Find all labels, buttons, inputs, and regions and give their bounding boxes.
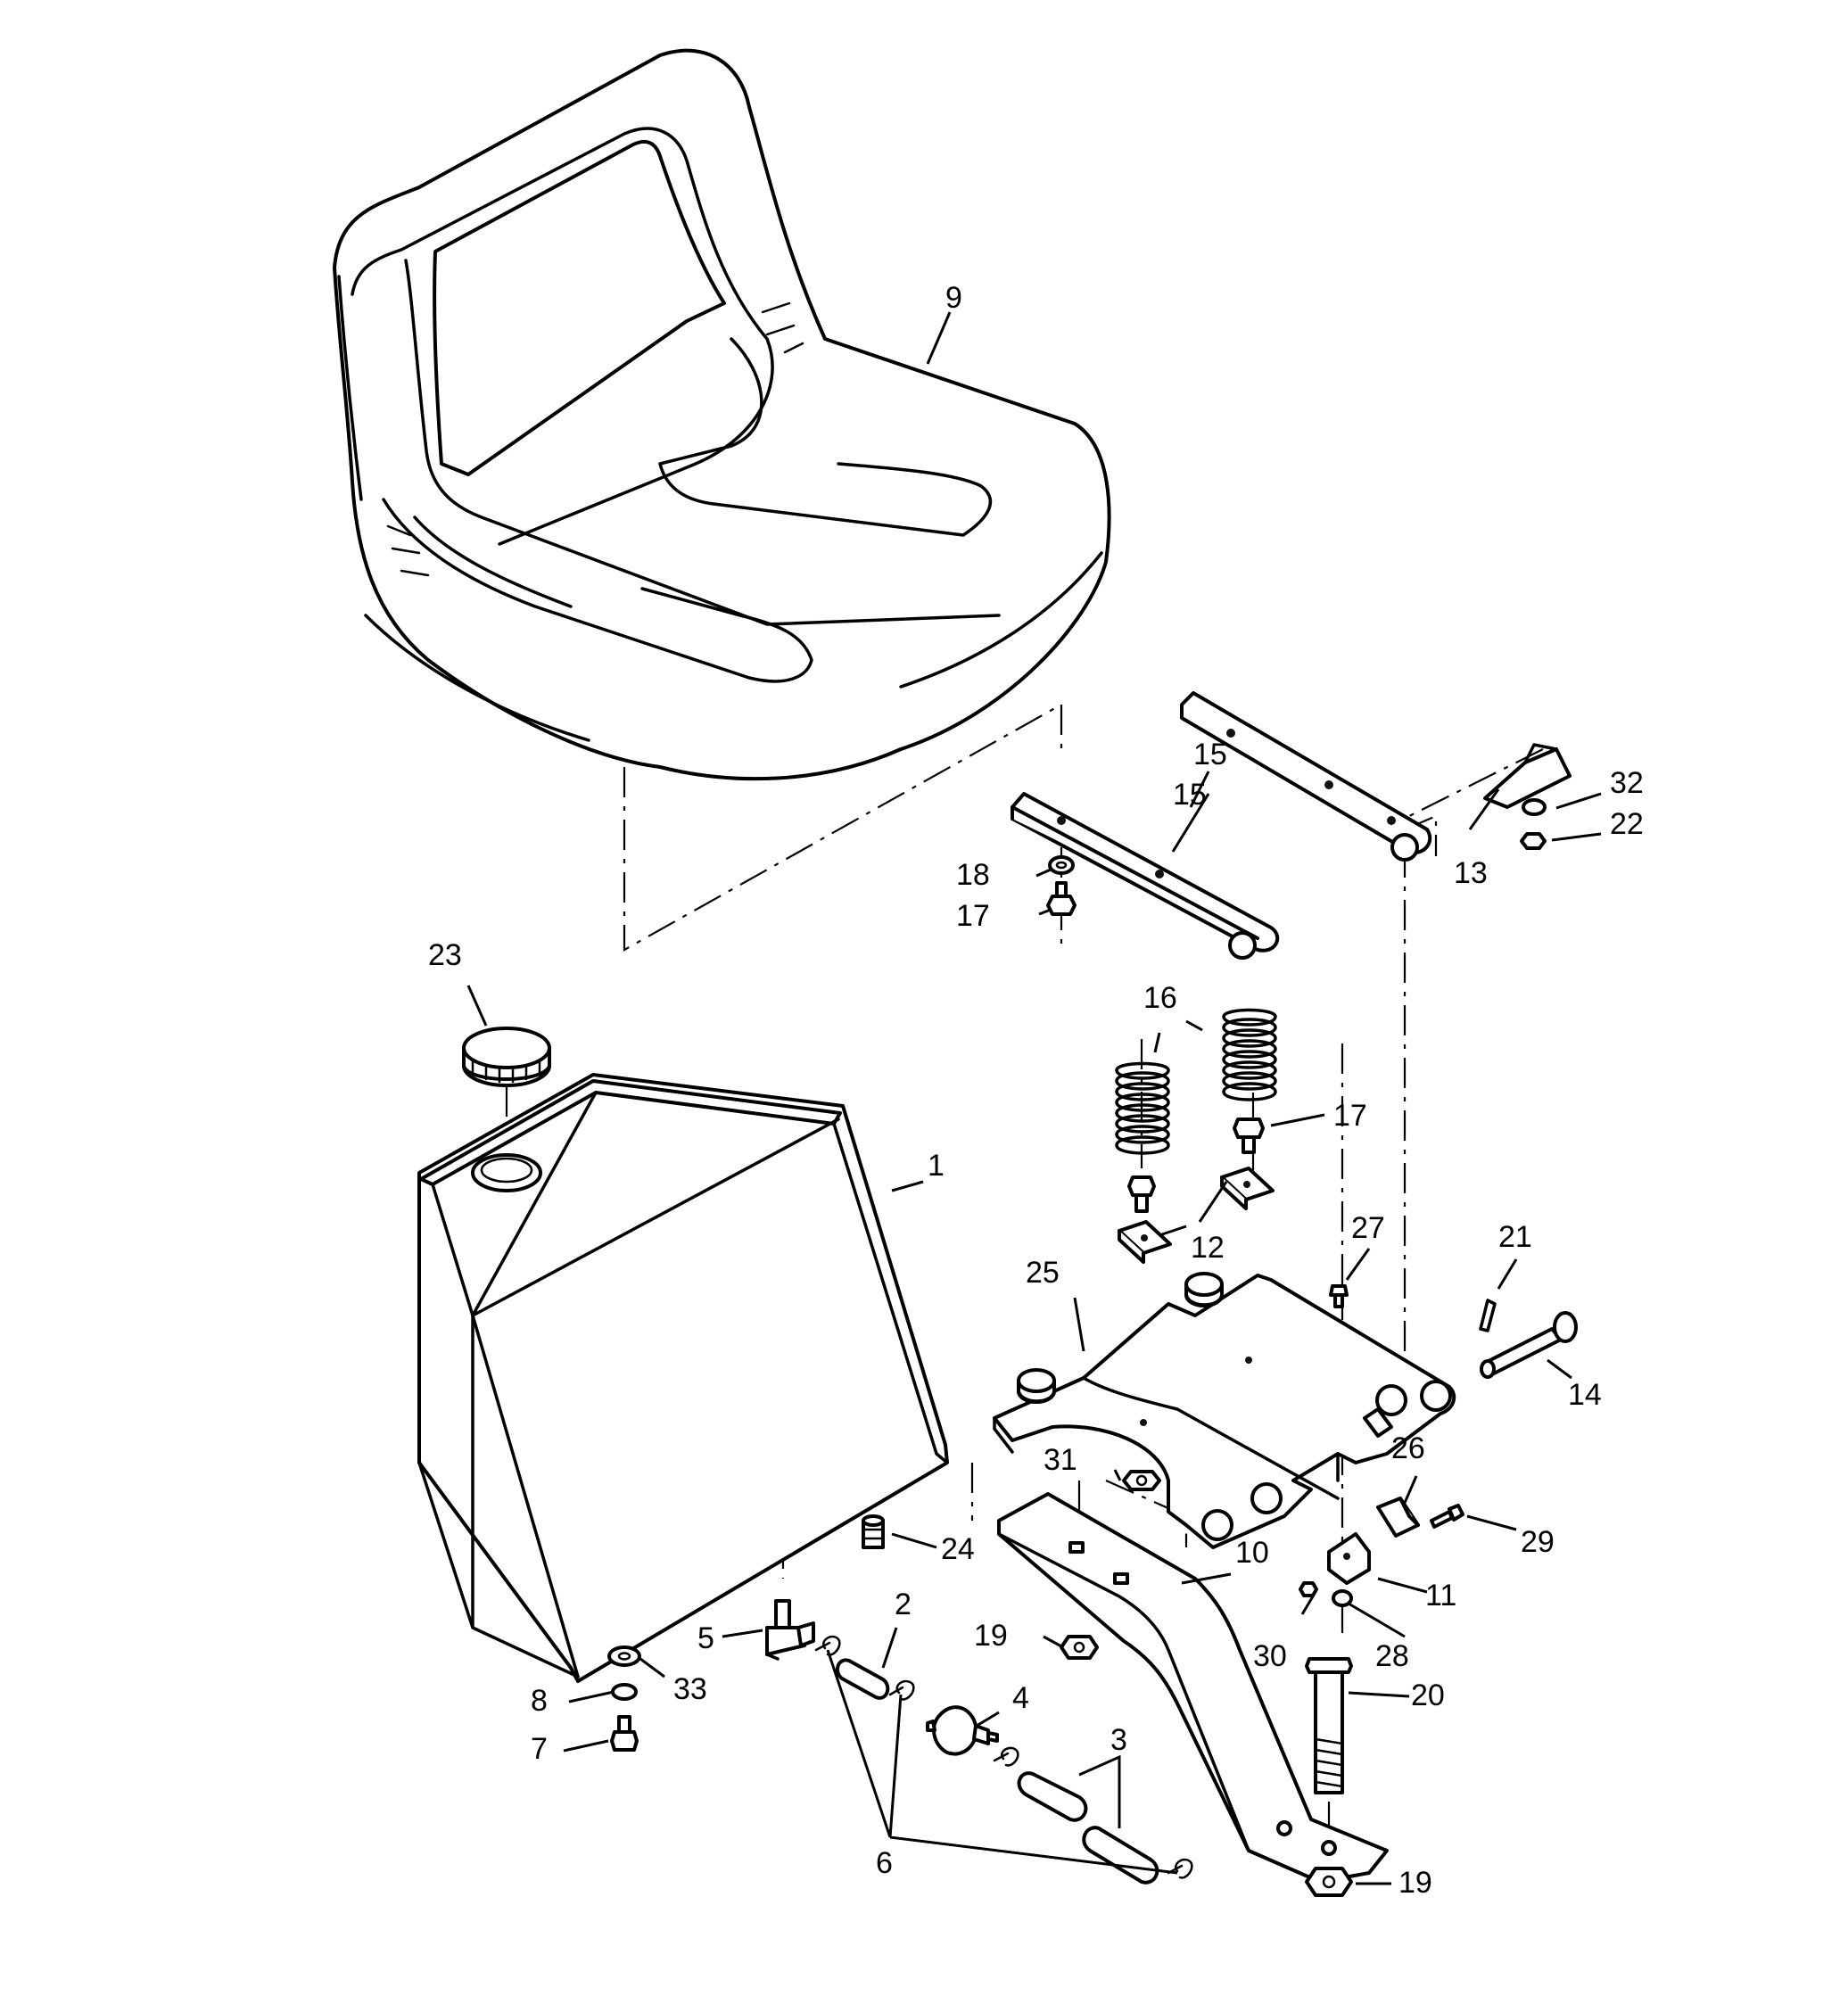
mount-bracket-part-10 bbox=[997, 1492, 1389, 1884]
spring-part-16 bbox=[1115, 1008, 1277, 1155]
callout-1: 1 bbox=[928, 1149, 945, 1183]
washer-part-28 bbox=[1332, 1589, 1353, 1607]
callout-26: 26 bbox=[1391, 1431, 1425, 1465]
nut-part-19-upper bbox=[1060, 1635, 1099, 1660]
washer-part-32 bbox=[1522, 798, 1547, 816]
hose-part-2 bbox=[835, 1658, 890, 1700]
shutoff-valve-part-5 bbox=[765, 1599, 815, 1661]
leader-lines bbox=[466, 311, 1602, 1885]
callout-23: 23 bbox=[428, 938, 462, 972]
callout-13: 13 bbox=[1454, 856, 1488, 890]
seat-rail-part-15 bbox=[1011, 691, 1432, 960]
washer-part-8 bbox=[611, 1683, 638, 1701]
callout-4: 4 bbox=[1012, 1681, 1029, 1715]
fuel-filter-part-4 bbox=[926, 1705, 999, 1756]
bolt-part-29 bbox=[1430, 1504, 1464, 1529]
callout-8: 8 bbox=[531, 1684, 548, 1718]
cotter-pin-part-21 bbox=[1479, 1299, 1497, 1332]
callout-17b: 17 bbox=[1333, 1099, 1367, 1133]
callout-30: 30 bbox=[1253, 1639, 1287, 1673]
latch-part-13 bbox=[1483, 743, 1572, 809]
callout-10: 10 bbox=[1235, 1536, 1269, 1570]
nut-part-22 bbox=[1520, 832, 1547, 850]
callout-33: 33 bbox=[673, 1672, 707, 1706]
callout-22: 22 bbox=[1610, 807, 1644, 841]
callout-3: 3 bbox=[1110, 1723, 1127, 1757]
bolt-part-7 bbox=[610, 1715, 639, 1752]
bolt-part-27 bbox=[1329, 1284, 1349, 1308]
spring-seat-part-12 bbox=[1118, 1167, 1275, 1264]
nut-part-30 bbox=[1299, 1581, 1318, 1597]
bolt-part-20 bbox=[1305, 1657, 1353, 1794]
hose-part-3 bbox=[1017, 1771, 1159, 1885]
callout-27: 27 bbox=[1351, 1211, 1385, 1245]
callout-2: 2 bbox=[895, 1588, 912, 1621]
callout-9: 9 bbox=[945, 281, 962, 315]
callout-numbers: 9 15 15 32 22 13 18 17 23 16 17 1 12 27 … bbox=[428, 281, 1644, 1900]
callout-20: 20 bbox=[1411, 1678, 1445, 1712]
bolt-part-17-lower bbox=[1127, 1118, 1265, 1213]
nut-part-19-lower bbox=[1305, 1867, 1353, 1897]
callout-24: 24 bbox=[941, 1532, 975, 1566]
callout-6: 6 bbox=[876, 1846, 893, 1880]
callout-12: 12 bbox=[1191, 1231, 1225, 1265]
callout-15a: 15 bbox=[1193, 738, 1227, 771]
washer-part-18 bbox=[1048, 855, 1075, 875]
callout-14: 14 bbox=[1568, 1378, 1602, 1412]
callout-28: 28 bbox=[1375, 1639, 1409, 1673]
callout-18: 18 bbox=[956, 858, 990, 892]
callout-7: 7 bbox=[531, 1732, 548, 1766]
bracket-part-11 bbox=[1327, 1532, 1371, 1585]
callout-19b: 19 bbox=[1398, 1866, 1432, 1900]
drain-plug-part-24 bbox=[862, 1514, 885, 1549]
callout-17a: 17 bbox=[956, 899, 990, 933]
bolt-part-17-upper bbox=[1046, 881, 1077, 916]
seat-part-9 bbox=[333, 48, 1111, 781]
callout-16: 16 bbox=[1143, 981, 1177, 1015]
fuel-tank-part-1 bbox=[417, 1073, 949, 1683]
nut-part-31 bbox=[1122, 1470, 1161, 1491]
filler-cap-part-23 bbox=[462, 1027, 551, 1155]
callout-11: 11 bbox=[1425, 1579, 1456, 1612]
callout-21: 21 bbox=[1498, 1220, 1532, 1254]
callout-32: 32 bbox=[1610, 766, 1644, 800]
washer-part-33 bbox=[607, 1645, 641, 1667]
base-plate-part-25 bbox=[993, 1272, 1456, 1549]
callout-5: 5 bbox=[697, 1621, 714, 1655]
callout-25: 25 bbox=[1026, 1256, 1060, 1290]
callout-15b: 15 bbox=[1173, 778, 1207, 812]
pivot-pin-part-14 bbox=[1480, 1311, 1578, 1379]
callout-31: 31 bbox=[1044, 1443, 1077, 1477]
bracket-part-26 bbox=[1376, 1497, 1420, 1538]
callout-29: 29 bbox=[1521, 1525, 1555, 1559]
callout-19a: 19 bbox=[974, 1619, 1008, 1653]
